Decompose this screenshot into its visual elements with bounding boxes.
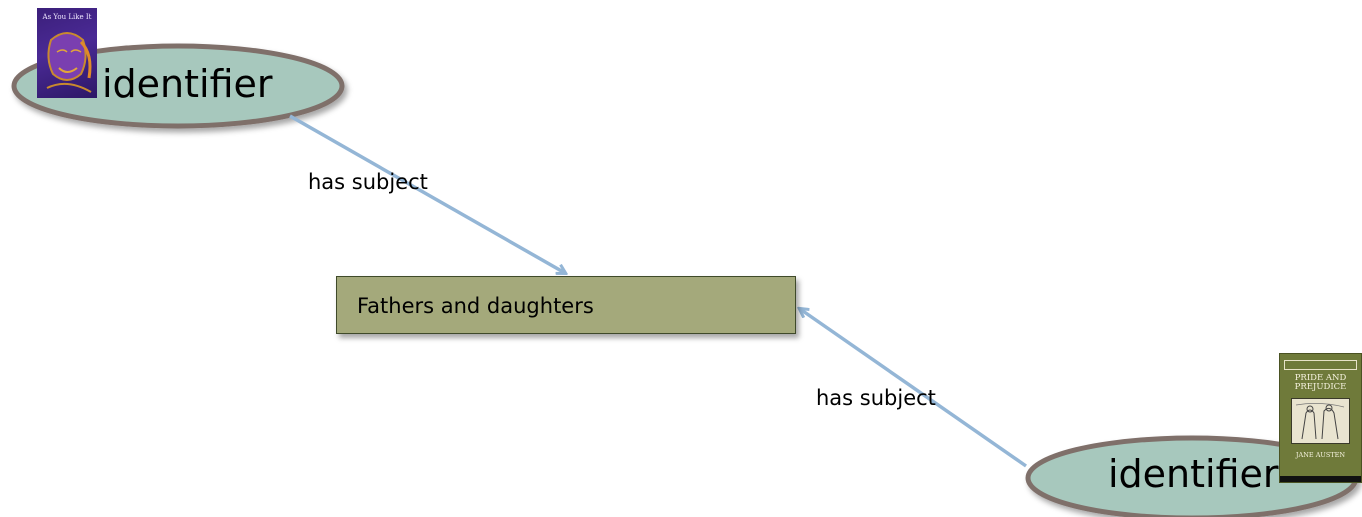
has-subject-arrow-1 [289, 114, 565, 273]
cover-title-line-1: PRIDE AND [1294, 373, 1347, 383]
cover-bottom-strip [1280, 476, 1361, 482]
cover-title: As You Like It [42, 13, 92, 21]
illustration-sketch [1295, 403, 1345, 440]
has-subject-arrow-2 [800, 309, 1027, 468]
edge-label-has-subject-2: has subject [816, 386, 936, 410]
edge-label-has-subject-1: has subject [308, 170, 428, 194]
identifier-label-right: identifier [1108, 452, 1279, 496]
cover-title-line-2: PREJUDICE [1294, 382, 1347, 392]
book-cover-as-you-like-it: As You Like It [37, 8, 97, 98]
subject-node: Fathers and daughters [336, 276, 796, 334]
identifier-label-left: identifier [102, 62, 273, 106]
cover-series-banner [1284, 360, 1357, 370]
cover-author: JANE AUSTEN [1295, 451, 1346, 459]
portrait-illustration [46, 32, 92, 93]
cover-title: PRIDE AND PREJUDICE [1280, 374, 1361, 392]
subject-label: Fathers and daughters [357, 294, 594, 318]
cover-illustration [1291, 398, 1350, 444]
book-cover-pride-and-prejudice: PRIDE AND PREJUDICE JANE AUSTEN [1279, 353, 1362, 483]
